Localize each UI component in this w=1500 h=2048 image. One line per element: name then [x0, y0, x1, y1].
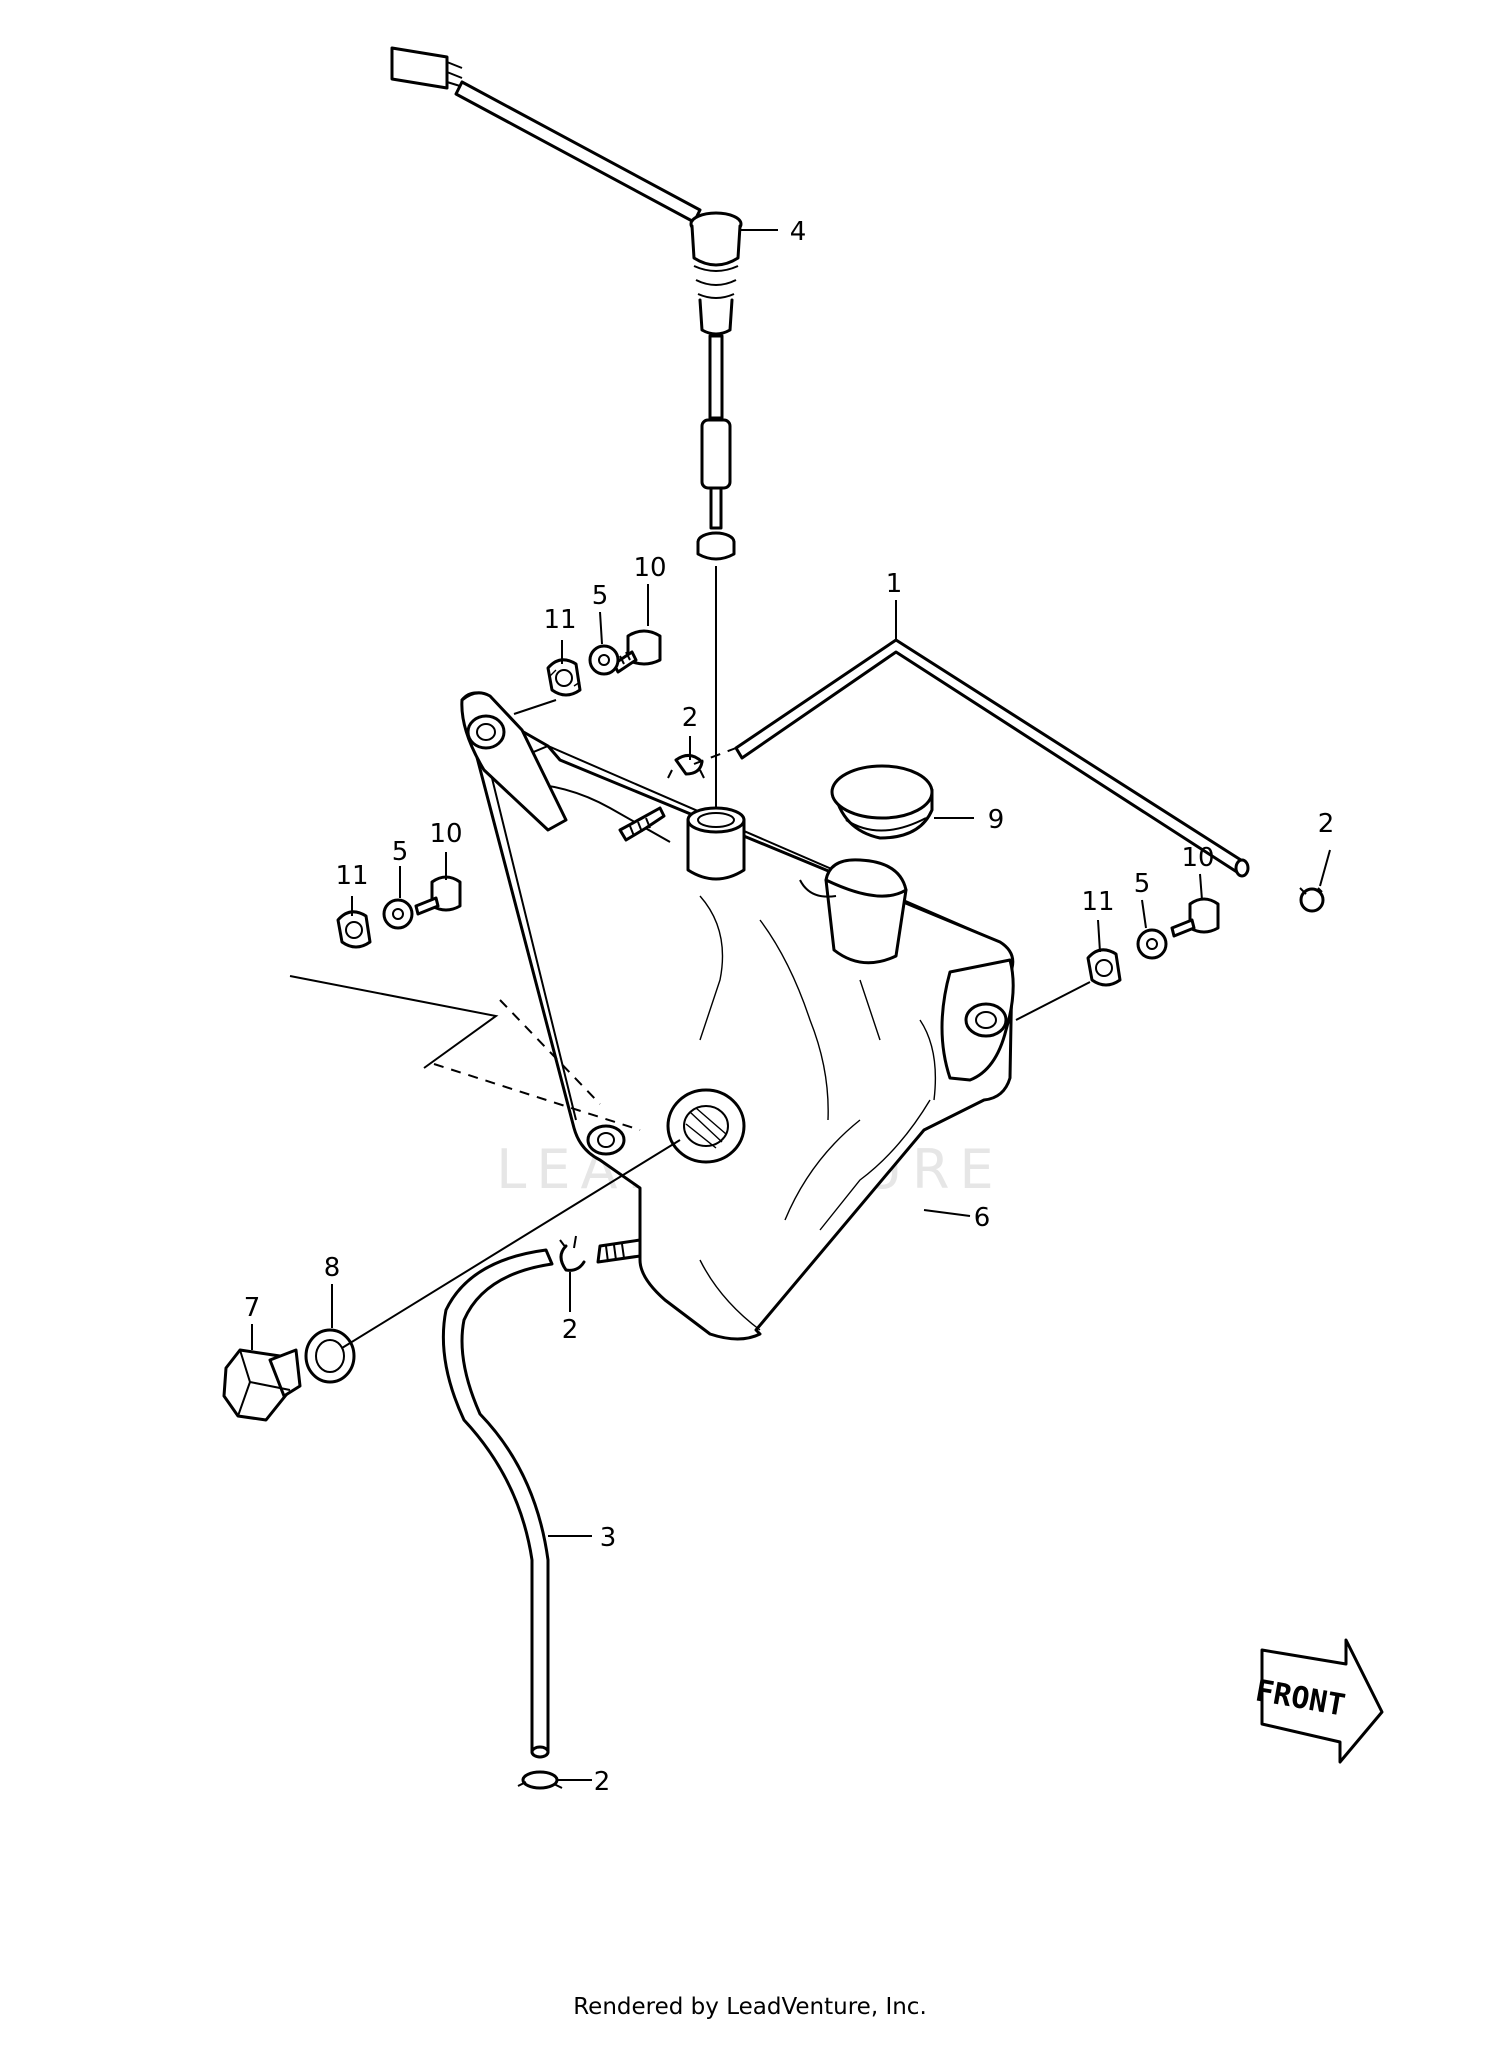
gasket-part-8 — [304, 1328, 356, 1384]
callout-3: 3 — [600, 1523, 617, 1553]
hose-clamp-middle — [559, 1235, 586, 1272]
callout-1: 1 — [886, 569, 903, 599]
render-credit: Rendered by LeadVenture, Inc. — [573, 1994, 927, 2020]
upper-fastener-line — [513, 699, 557, 715]
oil-level-sensor-part-4 — [390, 46, 743, 561]
drain-plug-line — [341, 1139, 681, 1349]
fastener-set-right — [1086, 897, 1220, 987]
callout-10-left: 10 — [429, 819, 462, 849]
callout-6: 6 — [974, 1203, 991, 1233]
callout-2-right: 2 — [1318, 809, 1335, 839]
oil-tank-part-6 — [460, 691, 1015, 1341]
front-direction-arrow: FRONT — [1253, 1638, 1384, 1764]
callout-5-right: 5 — [1134, 869, 1151, 899]
callout-labels: 4 1 2 2 9 10 5 11 10 5 11 10 5 11 6 2 3 … — [244, 217, 1335, 1797]
left-fastener-line — [289, 975, 499, 1069]
callout-8: 8 — [324, 1253, 341, 1283]
callout-5-upper: 5 — [592, 581, 609, 611]
breather-hose-part-1 — [734, 638, 1246, 876]
callout-11-left: 11 — [335, 861, 368, 891]
hose-clamp-lower — [517, 1770, 563, 1790]
callout-2-middle: 2 — [562, 1315, 579, 1345]
callout-leaders — [251, 229, 1331, 1781]
callout-9: 9 — [988, 805, 1005, 835]
clamp-dash-upper — [693, 747, 737, 765]
sensor-wire — [454, 80, 702, 224]
hose-clamp-right — [1299, 887, 1325, 913]
filler-cap-part-9 — [830, 764, 934, 840]
callout-5-left: 5 — [392, 837, 409, 867]
callout-10-right: 10 — [1181, 843, 1214, 873]
callout-2-lower: 2 — [594, 1767, 611, 1797]
callout-2-upper: 2 — [682, 703, 699, 733]
callout-7: 7 — [244, 1293, 261, 1323]
fastener-set-left — [336, 875, 462, 949]
oil-hose-part-3 — [441, 1248, 554, 1754]
callout-10-upper: 10 — [633, 553, 666, 583]
callout-11-right: 11 — [1081, 887, 1114, 917]
fastener-set-upper — [546, 629, 662, 697]
hose-clamp-upper — [667, 754, 705, 779]
callout-11-upper: 11 — [543, 605, 576, 635]
sensor-connector — [390, 46, 463, 90]
right-fastener-line — [1015, 981, 1091, 1021]
left-fastener-dash — [433, 999, 641, 1131]
callout-4: 4 — [790, 217, 807, 247]
drain-plug-part-7 — [222, 1348, 302, 1422]
